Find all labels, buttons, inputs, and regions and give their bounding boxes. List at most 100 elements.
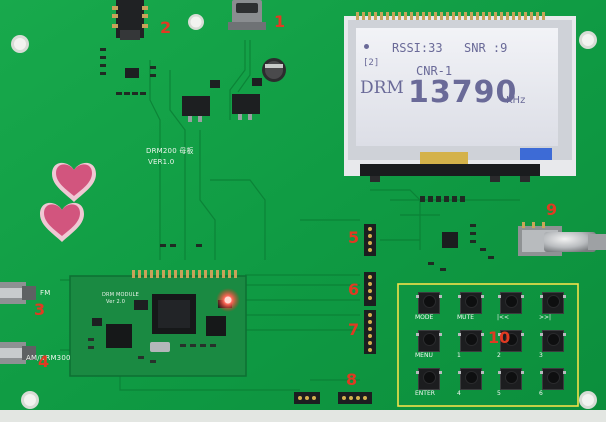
- keypad-button[interactable]: [498, 368, 524, 390]
- lcd-mode: DRM: [360, 78, 404, 98]
- keypad-outline: [397, 283, 579, 407]
- module-name-label: DRM MODULE: [102, 292, 139, 298]
- keypad-button-leg: [481, 295, 484, 298]
- keypad-button-leg: [439, 371, 442, 374]
- upper-ics: [125, 68, 262, 122]
- keypad-button-label: 2: [497, 352, 501, 359]
- lcd-unit: KHz: [506, 95, 526, 106]
- rotary-encoder: [518, 222, 606, 256]
- callout-3: 3: [34, 300, 46, 319]
- keypad-button-label: >>|: [539, 314, 552, 321]
- keypad-button-cap: [506, 334, 517, 345]
- keypad-button-leg: [563, 295, 566, 298]
- keypad-button-leg: [481, 333, 484, 336]
- keypad-button-cap: [424, 296, 435, 307]
- keypad-button-label: MODE: [415, 314, 434, 321]
- keypad-button[interactable]: [416, 292, 442, 314]
- keypad-button-cap: [466, 296, 477, 307]
- keypad-button-leg: [439, 295, 442, 298]
- callout-10: 10: [488, 328, 511, 347]
- keypad-button-label: 1: [457, 352, 461, 359]
- audio-jack: [112, 0, 148, 40]
- keypad-button-leg: [458, 371, 461, 374]
- callout-1: 1: [274, 12, 286, 31]
- module-version-label: Ver 2.0: [106, 299, 126, 305]
- callout-6: 6: [348, 280, 360, 299]
- keypad-button-leg: [458, 333, 461, 336]
- keypad-button-cap: [548, 372, 559, 383]
- usb-connector: [228, 0, 266, 30]
- callout-9: 9: [546, 200, 558, 219]
- lcd-snr: SNR :9: [464, 41, 508, 55]
- keypad-button-cap: [506, 296, 517, 307]
- keypad-button-label: 6: [539, 390, 543, 397]
- callout-8: 8: [346, 370, 358, 389]
- header-5: [364, 224, 376, 256]
- keypad-button[interactable]: [540, 292, 566, 314]
- keypad-button[interactable]: [416, 330, 442, 352]
- keypad-button-leg: [540, 371, 543, 374]
- keypad-button-leg: [481, 371, 484, 374]
- keypad-button-label: |<<: [497, 314, 510, 321]
- keypad-button-cap: [466, 334, 477, 345]
- keypad-button-leg: [521, 295, 524, 298]
- qfn-chip: [442, 232, 458, 248]
- keypad-button-leg: [563, 333, 566, 336]
- board-version-label: VER1.0: [148, 158, 175, 166]
- keypad-button-label: ENTER: [415, 390, 435, 397]
- keypad-button-cap: [466, 372, 477, 383]
- copper-traces: [60, 40, 520, 391]
- keypad-button-leg: [563, 371, 566, 374]
- keypad-button-leg: [416, 333, 419, 336]
- keypad-button[interactable]: [498, 330, 524, 352]
- lcd-slot: [2]: [363, 58, 380, 68]
- keypad-button[interactable]: [498, 292, 524, 314]
- keypad-button[interactable]: [458, 292, 484, 314]
- keypad-button[interactable]: [416, 368, 442, 390]
- callout-5: 5: [348, 228, 360, 247]
- keypad-button-label: 3: [539, 352, 543, 359]
- keypad-button-cap: [424, 372, 435, 383]
- mounting-holes: [11, 14, 597, 409]
- keypad-button-leg: [416, 295, 419, 298]
- keypad-button-leg: [416, 371, 419, 374]
- header-6: [364, 272, 376, 306]
- header-8: [294, 392, 372, 404]
- keypad-button-label: MENU: [415, 352, 433, 359]
- board-bottom-edge: [0, 410, 606, 422]
- keypad-button-leg: [458, 295, 461, 298]
- lcd-channel: CNR-1: [416, 64, 453, 78]
- fm-label: FM: [40, 289, 51, 297]
- keypad-button[interactable]: [540, 368, 566, 390]
- keypad-button-leg: [540, 295, 543, 298]
- keypad-button-label: 5: [497, 390, 501, 397]
- keypad-button[interactable]: [458, 368, 484, 390]
- keypad-button-leg: [521, 333, 524, 336]
- keypad-button-cap: [548, 334, 559, 345]
- lcd-frequency: 13790: [408, 75, 518, 110]
- keypad-button[interactable]: [458, 330, 484, 352]
- callout-4: 4: [38, 352, 50, 371]
- antenna-connectors: [0, 282, 36, 364]
- callout-2: 2: [160, 18, 172, 37]
- electrolytic-capacitor: [262, 58, 286, 82]
- smd-resistors: [100, 48, 494, 271]
- keypad-button-leg: [498, 295, 501, 298]
- heart-decals: [40, 162, 96, 242]
- keypad-button-leg: [439, 333, 442, 336]
- lcd-screen: RSSI:33 SNR :9 [2] CNR-1 DRM 13790 KHz: [356, 28, 558, 146]
- board-name-label: DRM200 母板: [146, 147, 194, 155]
- callout-7: 7: [348, 320, 360, 339]
- keypad-button[interactable]: [540, 330, 566, 352]
- keypad-button-leg: [498, 371, 501, 374]
- am-drm300-label: AM/DRM300: [26, 354, 71, 362]
- drm-module-board: [69, 270, 247, 377]
- keypad-button-cap: [424, 334, 435, 345]
- keypad-button-cap: [548, 296, 559, 307]
- header-7: [364, 310, 376, 354]
- keypad-button-label: MUTE: [457, 314, 475, 321]
- lcd-rssi: RSSI:33: [392, 41, 443, 55]
- lcd-module: [344, 12, 576, 182]
